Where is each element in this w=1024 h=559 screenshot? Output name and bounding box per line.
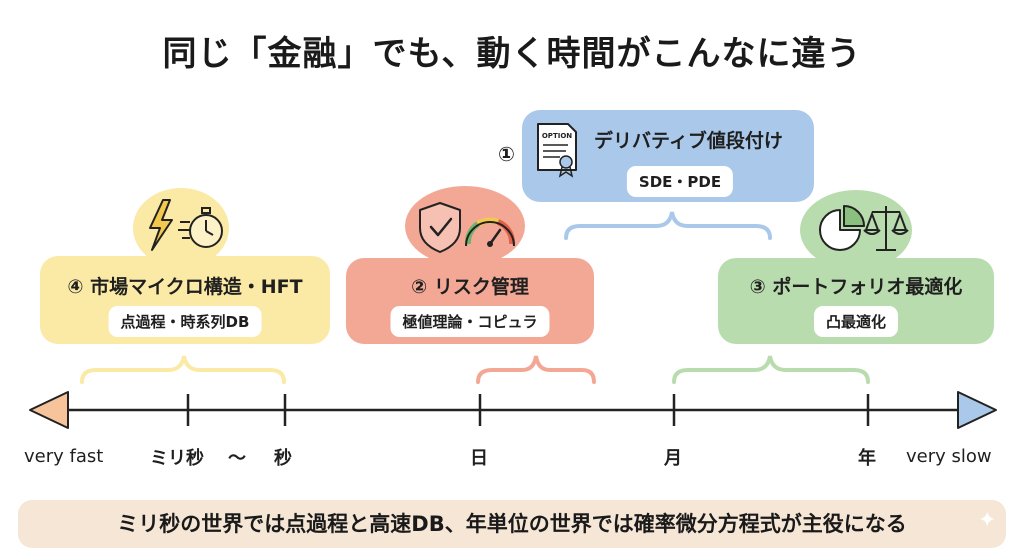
option-document-icon: OPTION [537,123,577,178]
axis-label-year: 年 [858,448,876,469]
card-microstructure-sub: 点過程・時系列DB [108,306,262,337]
card-risk-title: ② リスク管理 [411,276,529,298]
brace-microstructure [80,355,286,384]
option-document-label: OPTION [542,132,572,140]
brace-portfolio [672,355,870,384]
balance-scale-icon [863,206,909,251]
card-risk: ② リスク管理 極値理論・コピュラ [346,258,594,344]
gauge-icon [464,217,516,247]
sparkle-icon: ✦ [978,508,997,533]
card-portfolio-sub: 凸最適化 [813,306,899,337]
axis-label-millisecond: ミリ秒 [150,448,204,469]
pie-chart-icon [819,205,865,251]
axis-label-tilde: 〜 [228,448,246,469]
stopwatch-icon [178,207,223,248]
axis-label-very-fast: very fast [24,446,104,467]
card-microstructure: ④ 市場マイクロ構造・HFT 点過程・時系列DB [40,256,330,344]
brace-risk [476,355,596,384]
card-portfolio-title: ③ ポートフォリオ最適化 [749,276,963,298]
axis-right-arrow [957,391,997,429]
axis-label-month: 月 [664,448,682,469]
card-derivatives-sub: SDE・PDE [626,166,734,197]
card-derivatives-number: ① [498,142,515,166]
axis-left-arrow [29,391,69,429]
shield-icon [419,202,461,253]
lightning-icon [149,199,173,251]
brace-derivatives [564,211,772,240]
card-derivatives-title: デリバティブ値段付け [594,130,783,152]
axis-label-second: 秒 [274,448,292,469]
card-microstructure-title: ④ 市場マイクロ構造・HFT [67,276,303,298]
card-risk-sub: 極値理論・コピュラ [390,306,550,337]
summary-banner: ミリ秒の世界では点過程と高速DB、年単位の世界では確率微分方程式が主役になる [18,500,1006,548]
card-portfolio: ③ ポートフォリオ最適化 凸最適化 [718,258,994,344]
axis-label-very-slow: very slow [906,446,992,467]
axis-ticks [186,394,870,426]
page-title: 同じ「金融」でも、動く時間がこんなに違う [162,34,862,74]
axis-label-day: 日 [470,448,488,469]
